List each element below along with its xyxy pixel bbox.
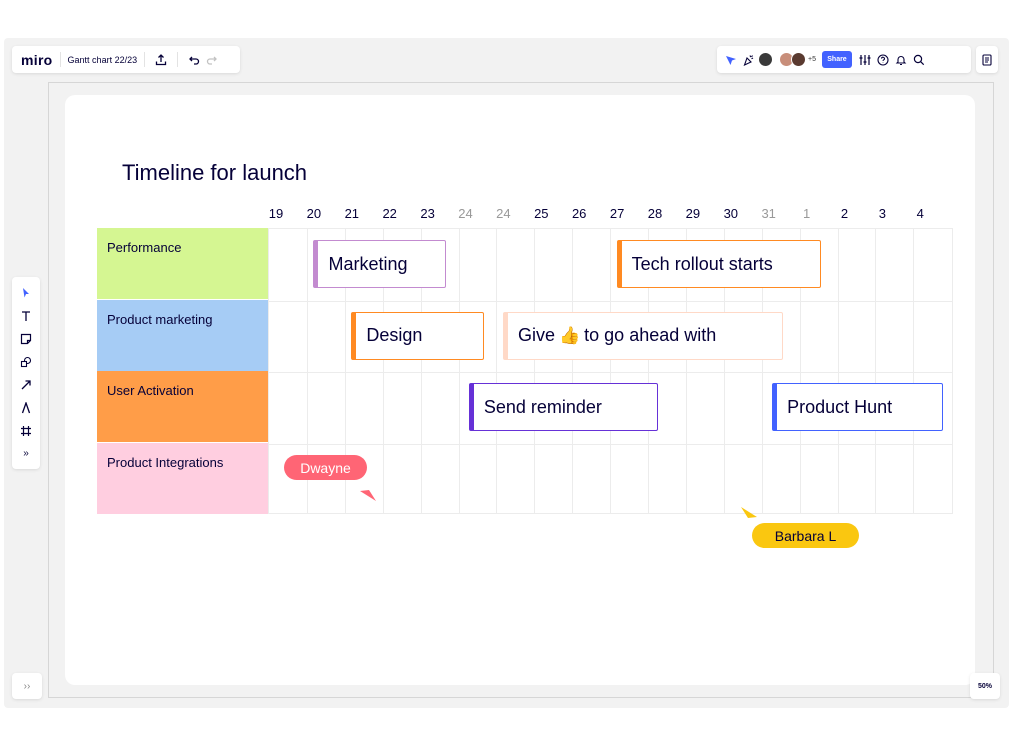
separator <box>59 52 61 67</box>
day-label: 4 <box>916 206 924 221</box>
grid-column-line <box>837 229 839 513</box>
notes-icon <box>978 51 996 69</box>
task-label: Send reminder <box>483 396 602 417</box>
grid-column-line <box>761 229 763 513</box>
day-label: 31 <box>761 206 776 221</box>
task-bar[interactable]: Tech rollout starts <box>616 240 822 288</box>
grid-column-line <box>799 229 801 513</box>
thumbs-up-icon: 👍 <box>558 325 581 345</box>
day-label: 3 <box>878 206 886 221</box>
collaborator-cursor-arrow-icon <box>360 490 376 501</box>
redo-icon[interactable] <box>203 51 221 69</box>
collaborator-avatar[interactable] <box>758 52 773 67</box>
grid-column-line <box>913 229 915 513</box>
help-icon[interactable] <box>874 51 892 69</box>
task-bar[interactable]: Product Hunt <box>772 383 943 431</box>
board-title[interactable]: Gantt chart 22/23 <box>67 54 138 65</box>
pen-icon[interactable] <box>15 398 37 418</box>
task-label: Product Hunt <box>787 396 893 417</box>
day-label: 2 <box>840 206 849 221</box>
task-bar[interactable]: Give👍to go ahead with <box>502 311 784 360</box>
day-label: 24 <box>496 206 511 221</box>
frame-outline <box>48 82 994 698</box>
day-label: 19 <box>268 206 284 221</box>
more-tools-icon[interactable]: » <box>23 448 29 459</box>
grid-row-line <box>269 300 952 302</box>
sticky-note-icon[interactable] <box>15 329 37 349</box>
day-label: 23 <box>420 206 435 221</box>
collaborator-cursor-label: Barbara L <box>752 523 859 548</box>
settings-sliders-icon[interactable] <box>856 51 874 69</box>
top-right-toolbar: +5 Share <box>717 46 971 73</box>
grid-column-line <box>534 229 536 513</box>
row-label[interactable]: Product marketing <box>97 299 268 371</box>
day-label: 26 <box>571 206 587 221</box>
row-label[interactable]: Product Integrations <box>97 442 268 514</box>
day-label: 30 <box>723 206 739 221</box>
grid-column-line <box>875 229 877 513</box>
task-label: Tech rollout starts <box>631 253 773 274</box>
task-bar[interactable]: Send reminder <box>468 383 659 431</box>
grid-column-line <box>344 229 346 513</box>
grid-column-line <box>685 229 687 513</box>
separator <box>144 52 146 67</box>
gantt-grid <box>268 228 953 514</box>
day-label: 1 <box>802 206 811 221</box>
expand-chevron-icon: ›› <box>23 680 31 692</box>
grid-column-line <box>420 229 422 513</box>
grid-column-line <box>458 229 460 513</box>
day-label: 27 <box>609 206 625 221</box>
grid-column-line <box>306 229 308 513</box>
row-label[interactable]: User Activation <box>97 371 268 442</box>
collaborator-cursor-label: Dwayne <box>284 455 367 480</box>
celebrate-icon[interactable] <box>740 51 758 69</box>
day-label: 29 <box>685 206 701 221</box>
frame-icon[interactable] <box>15 421 37 441</box>
grid-column-line <box>723 229 725 513</box>
task-bar[interactable]: Marketing <box>313 240 447 288</box>
day-label: 28 <box>647 206 663 221</box>
search-icon[interactable] <box>910 51 928 69</box>
task-bar[interactable]: Design <box>351 311 485 360</box>
board-notes-button[interactable] <box>976 46 998 73</box>
grid-column-line <box>610 229 612 513</box>
grid-column-line <box>496 229 498 513</box>
collaborator-cursor-arrow-icon <box>741 507 757 518</box>
day-label: 24 <box>458 206 473 221</box>
connector-arrow-icon[interactable] <box>15 375 37 395</box>
grid-row-line <box>269 372 952 373</box>
select-cursor-icon[interactable] <box>15 283 37 303</box>
collaborator-avatar[interactable] <box>791 52 806 67</box>
collaborators-count[interactable]: +5 <box>808 56 816 63</box>
top-left-toolbar: miro Gantt chart 22/23 <box>12 46 240 73</box>
task-label: Design <box>366 325 423 345</box>
grid-column-line <box>648 229 649 513</box>
day-label: 22 <box>382 206 397 221</box>
cursor-pointer-icon[interactable] <box>722 51 740 69</box>
creation-toolbar: » <box>12 277 40 469</box>
day-label: 21 <box>344 206 360 221</box>
export-icon[interactable] <box>152 51 170 69</box>
grid-column-line <box>572 229 574 513</box>
undo-icon[interactable] <box>185 51 203 69</box>
task-label: to go ahead with <box>584 325 717 345</box>
task-label: Give <box>517 325 555 345</box>
text-tool-icon[interactable] <box>15 306 37 326</box>
expand-panel-button[interactable]: ›› <box>12 673 42 699</box>
share-button[interactable]: Share <box>821 51 852 68</box>
grid-row-line <box>269 443 952 445</box>
miro-logo[interactable]: miro <box>21 51 53 68</box>
day-label: 20 <box>306 206 322 221</box>
notifications-bell-icon[interactable] <box>892 51 910 69</box>
task-label: Marketing <box>328 253 408 274</box>
day-label: 25 <box>534 206 549 221</box>
zoom-level[interactable]: 50% <box>970 673 1000 699</box>
shapes-icon[interactable] <box>15 352 37 372</box>
timeline-title[interactable]: Timeline for launch <box>122 160 308 185</box>
row-label[interactable]: Performance <box>97 228 268 299</box>
separator <box>177 52 179 67</box>
grid-column-line <box>382 229 384 513</box>
